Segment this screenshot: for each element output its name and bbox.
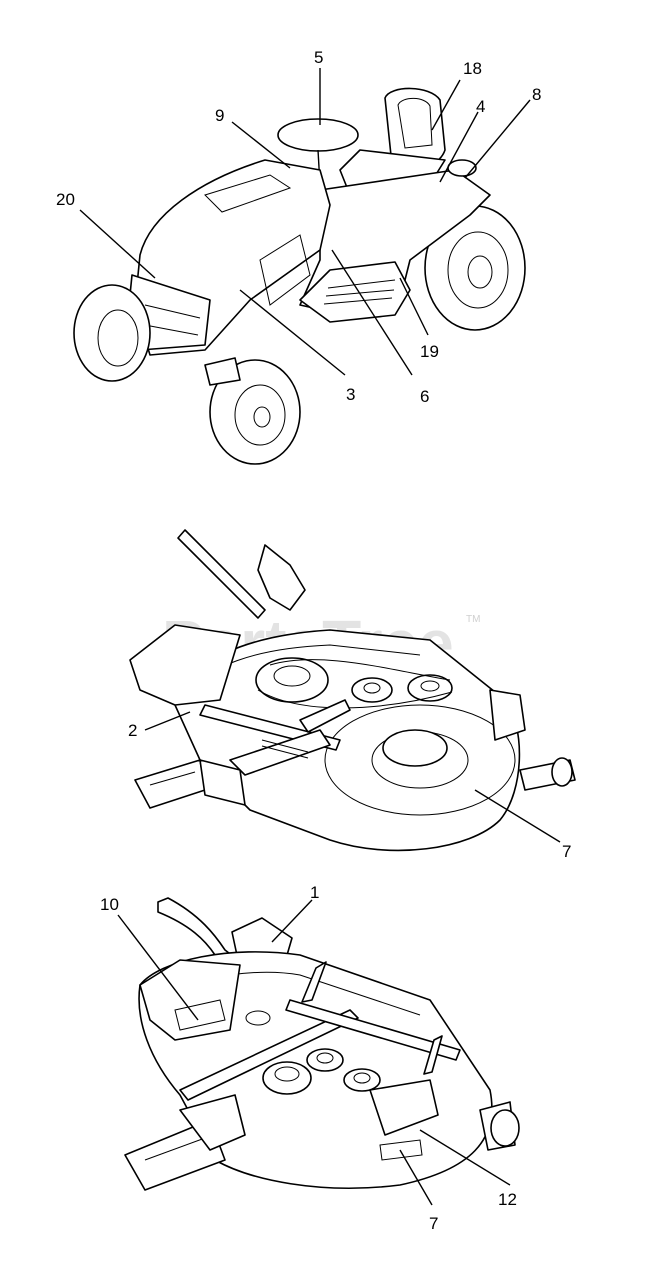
callout-7-deck-bottom: 7 xyxy=(429,1214,438,1233)
deck-top-callouts: 2 7 xyxy=(128,711,571,861)
callout-4: 4 xyxy=(476,97,485,116)
callout-7-deck-top: 7 xyxy=(562,842,571,861)
tractor-illustration xyxy=(73,87,526,465)
tractor-callouts: 5 18 9 4 8 20 19 3 6 xyxy=(56,48,541,406)
deck-bottom-callouts: 10 1 12 7 xyxy=(100,883,517,1233)
mower-deck-top-illustration xyxy=(129,529,576,852)
mower-deck-bottom-illustration xyxy=(124,897,520,1191)
callout-5: 5 xyxy=(314,48,323,67)
callout-18: 18 xyxy=(463,59,482,78)
callout-12: 12 xyxy=(498,1190,517,1209)
callout-3: 3 xyxy=(346,385,355,404)
callout-8: 8 xyxy=(532,85,541,104)
callout-2: 2 xyxy=(128,721,137,740)
watermark-tm: TM xyxy=(466,614,480,625)
callout-19: 19 xyxy=(420,342,439,361)
callout-20: 20 xyxy=(56,190,75,209)
callout-1: 1 xyxy=(310,883,319,902)
callout-9: 9 xyxy=(215,106,224,125)
callout-10: 10 xyxy=(100,895,119,914)
callout-6: 6 xyxy=(420,387,429,406)
